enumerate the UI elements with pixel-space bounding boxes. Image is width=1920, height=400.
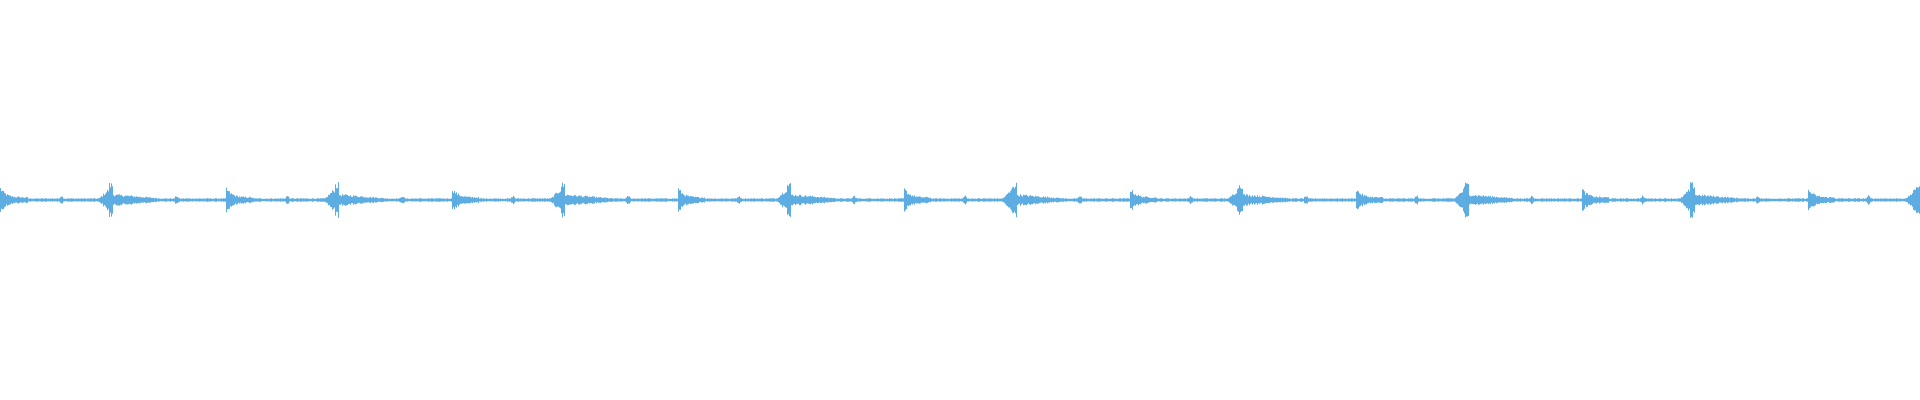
waveform-path-group xyxy=(0,182,1920,218)
waveform-amplitude-path xyxy=(0,182,1920,218)
